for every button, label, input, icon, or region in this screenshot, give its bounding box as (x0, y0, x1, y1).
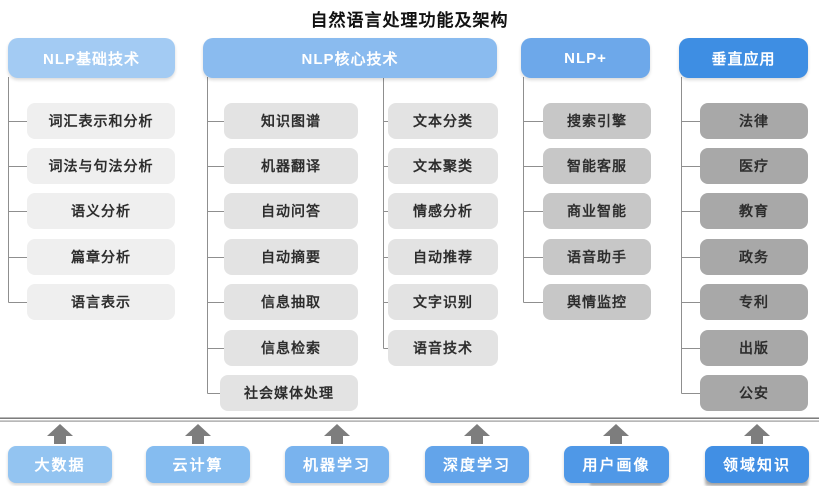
divider-lines (0, 417, 819, 422)
vertical-app-item: 专利 (700, 284, 808, 320)
header-vertical-apps: 垂直应用 (679, 38, 808, 78)
vertical-app-item: 教育 (700, 193, 808, 229)
foundation-item: 机器学习 (285, 446, 389, 483)
foundation-item: 用户画像 (564, 446, 669, 483)
page-title: 自然语言处理功能及架构 (310, 11, 509, 30)
core-tech-item: 文字识别 (388, 284, 498, 320)
basic-tech-item: 篇章分析 (27, 239, 175, 275)
basic-tech-item: 语言表示 (27, 284, 175, 320)
vertical-app-item: 出版 (700, 330, 808, 366)
foundation-item: 大数据 (8, 446, 112, 483)
up-arrow-icon (47, 424, 73, 444)
vertical-app-item: 公安 (700, 375, 808, 411)
core-tech-item: 文本分类 (388, 103, 498, 139)
up-arrow-icon (744, 424, 770, 444)
vertical-app-item: 政务 (700, 239, 808, 275)
header-nlp-core-tech: NLP核心技术 (203, 38, 497, 78)
nlp-plus-item: 搜索引擎 (543, 103, 651, 139)
basic-tech-item: 词汇表示和分析 (27, 103, 175, 139)
core-tech-item: 语音技术 (388, 330, 498, 366)
core-tech-item: 社会媒体处理 (220, 375, 358, 411)
basic-tech-item: 语义分析 (27, 193, 175, 229)
core-tech-item: 文本聚类 (388, 148, 498, 184)
core-tech-item: 信息检索 (224, 330, 358, 366)
nlp-plus-item: 智能客服 (543, 148, 651, 184)
foundation-item: 云计算 (146, 446, 250, 483)
core-tech-item: 情感分析 (388, 193, 498, 229)
up-arrows (47, 424, 770, 444)
foundation-item: 深度学习 (425, 446, 529, 483)
header-nlp-plus: NLP+ (521, 38, 650, 78)
core-tech-item: 知识图谱 (224, 103, 358, 139)
up-arrow-icon (185, 424, 211, 444)
nlp-plus-item: 商业智能 (543, 193, 651, 229)
core-tech-item: 机器翻译 (224, 148, 358, 184)
up-arrow-icon (603, 424, 629, 444)
nlp-plus-item: 语音助手 (543, 239, 651, 275)
header-nlp-basic-tech: NLP基础技术 (8, 38, 175, 78)
core-tech-item: 自动推荐 (388, 239, 498, 275)
core-tech-item: 自动摘要 (224, 239, 358, 275)
basic-tech-item: 词法与句法分析 (27, 148, 175, 184)
foundation-item: 领域知识 (705, 446, 809, 483)
up-arrow-icon (464, 424, 490, 444)
core-tech-item: 信息抽取 (224, 284, 358, 320)
nlp-plus-item: 舆情监控 (543, 284, 651, 320)
up-arrow-icon (324, 424, 350, 444)
vertical-app-item: 医疗 (700, 148, 808, 184)
core-tech-item: 自动问答 (224, 193, 358, 229)
vertical-app-item: 法律 (700, 103, 808, 139)
